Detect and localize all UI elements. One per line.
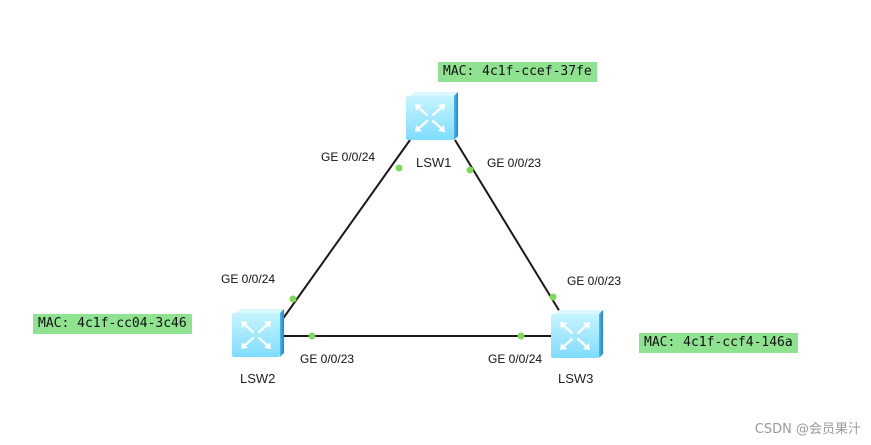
device-label-lsw2: LSW2 (240, 371, 275, 386)
port-dot-lsw1-ge024 (395, 164, 403, 172)
port-label-lsw2-ge023: GE 0/0/23 (300, 352, 354, 366)
mac-label-lsw2: MAC: 4c1f-cc04-3c46 (33, 314, 192, 334)
port-dot-lsw3-ge024 (517, 332, 525, 340)
switch-icon (404, 90, 460, 142)
switch-icon (549, 308, 605, 360)
port-dot-lsw3-ge023 (549, 293, 557, 301)
port-label-lsw3-ge024: GE 0/0/24 (488, 352, 542, 366)
port-dot-lsw2-ge024 (289, 295, 297, 303)
device-label-lsw3: LSW3 (558, 371, 593, 386)
switch-icon (230, 307, 286, 359)
port-label-lsw3-ge023: GE 0/0/23 (567, 274, 621, 288)
link-lsw1-lsw2 (281, 139, 411, 321)
watermark: CSDN @会员果汁 (754, 422, 861, 437)
switch-lsw2[interactable] (230, 307, 286, 359)
port-label-lsw1-ge024: GE 0/0/24 (321, 150, 375, 164)
port-label-lsw1-ge023: GE 0/0/23 (487, 156, 541, 170)
switch-lsw3[interactable] (549, 308, 605, 360)
device-label-lsw1: LSW1 (416, 155, 451, 170)
port-label-lsw2-ge024: GE 0/0/24 (221, 272, 275, 286)
mac-label-lsw1: MAC: 4c1f-ccef-37fe (438, 62, 597, 82)
switch-lsw1[interactable] (404, 90, 460, 142)
mac-label-lsw3: MAC: 4c1f-ccf4-146a (639, 333, 798, 353)
port-dot-lsw1-ge023 (466, 166, 474, 174)
port-dot-lsw2-ge023 (308, 332, 316, 340)
